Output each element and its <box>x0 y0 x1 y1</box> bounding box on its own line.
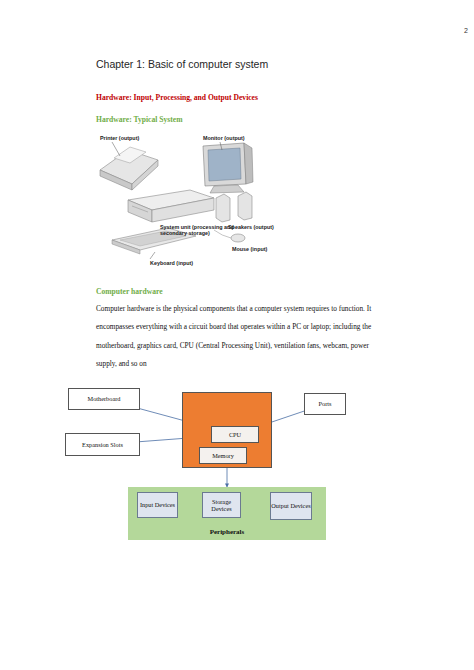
illustration-label: Monitor (output) <box>203 135 245 141</box>
node-text: Peripherals <box>210 528 245 536</box>
node-text: CPU <box>229 431 241 438</box>
component-box: Motherboard <box>68 388 140 410</box>
subsection-heading: Computer hardware <box>96 287 163 296</box>
node-text: Expansion Slots <box>82 441 123 448</box>
illustration-label: Speakers (output) <box>228 224 288 230</box>
peripheral-box: Storage Devices <box>202 492 241 518</box>
subsection-heading: Hardware: Typical System <box>96 115 182 124</box>
node-text: Ports <box>319 400 332 407</box>
mouse-cable <box>214 230 231 238</box>
monitor-bezel <box>203 143 246 186</box>
drive-slot <box>132 206 148 212</box>
illustration-label: Mouse (input) <box>232 246 292 252</box>
leader-line <box>150 252 155 259</box>
node-text: Motherboard <box>88 395 121 402</box>
monitor-screen <box>208 148 241 181</box>
node-text: Output Devices <box>271 502 310 509</box>
system-unit-box: CPU Memory <box>182 392 272 468</box>
monitor-stand <box>210 185 244 193</box>
speaker <box>216 194 230 222</box>
mouse-body <box>231 234 245 242</box>
printer-front <box>100 170 132 190</box>
node-text: Input Devices <box>140 501 175 508</box>
illustration-label: System unit (processing and secondary st… <box>160 224 238 237</box>
printer-side <box>132 160 158 190</box>
peripheral-box: Input Devices <box>137 492 178 518</box>
system-unit-side <box>152 198 214 222</box>
chapter-heading: Chapter 1: Basic of computer system <box>96 58 268 70</box>
body-paragraph: Computer hardware is the physical compon… <box>96 300 388 373</box>
monitor-side <box>244 143 253 184</box>
connector-arrow <box>227 468 228 487</box>
leader-line <box>112 142 120 156</box>
speaker <box>238 192 252 220</box>
system-unit-front <box>128 200 152 222</box>
illustration-label: Keyboard (input) <box>150 260 220 266</box>
node-text: Memory <box>212 452 234 459</box>
page-number: 2 <box>464 27 468 34</box>
peripherals-band: Peripherals Input Devices Storage Devices O… <box>128 487 326 540</box>
illustration-label: Printer (output) <box>100 135 139 141</box>
section-heading: Hardware: Input, Processing, and Output … <box>96 93 258 102</box>
component-box: Expansion Slots <box>65 433 140 456</box>
node-text: Storage Devices <box>203 498 240 513</box>
cpu-box: CPU <box>211 426 259 443</box>
peripheral-box: Output Devices <box>270 492 312 520</box>
leader-line <box>220 142 222 150</box>
component-box: Ports <box>304 393 346 415</box>
printer-paper <box>114 147 146 163</box>
memory-box: Memory <box>199 447 247 464</box>
